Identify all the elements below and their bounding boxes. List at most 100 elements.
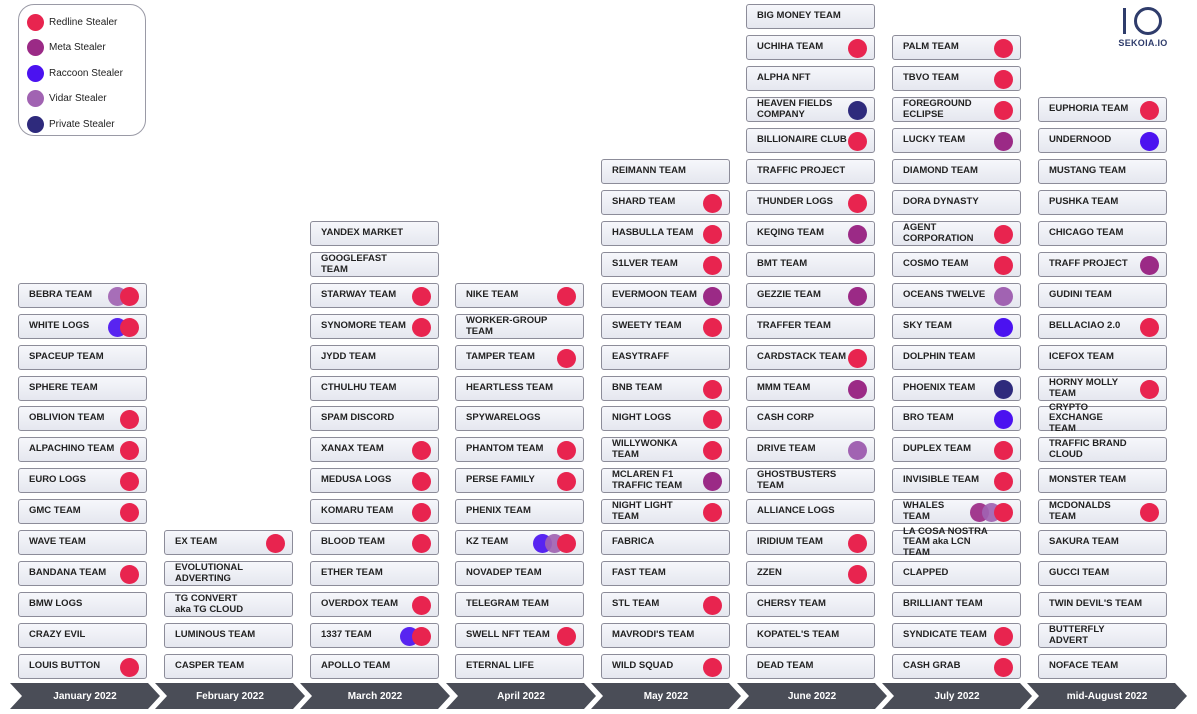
team-name: TRAFF PROJECT bbox=[1049, 258, 1128, 270]
team-card: BMW LOGS bbox=[18, 592, 147, 617]
team-card: PHANTOM TEAM bbox=[455, 437, 584, 462]
team-name: LOUIS BUTTON bbox=[29, 660, 101, 672]
stealer-raccoon-dot bbox=[994, 318, 1013, 337]
team-name: ICEFOX TEAM bbox=[1049, 351, 1114, 363]
team-card: GMC TEAM bbox=[18, 499, 147, 524]
team-card: LOUIS BUTTON bbox=[18, 654, 147, 679]
team-card: JYDD TEAM bbox=[310, 345, 439, 370]
team-name: S1LVER TEAM bbox=[612, 258, 678, 270]
logo-text: SEKOIA.IO bbox=[1118, 38, 1168, 48]
stealer-redline-dot bbox=[703, 380, 722, 399]
team-name: OVERDOX TEAM bbox=[321, 598, 399, 610]
team-card: BUTTERFLY ADVERT bbox=[1038, 623, 1167, 648]
team-card: EX TEAM bbox=[164, 530, 293, 555]
team-card: TRAFFIC BRAND CLOUD bbox=[1038, 437, 1167, 462]
legend-label: Redline Stealer bbox=[49, 16, 118, 28]
team-name: MMM TEAM bbox=[757, 382, 811, 394]
team-card: ALPHA NFT bbox=[746, 66, 875, 91]
legend-label: Meta Stealer bbox=[49, 42, 106, 53]
legend-swatch-raccoon bbox=[27, 64, 44, 82]
team-card: REIMANN TEAM bbox=[601, 159, 730, 184]
team-name: DEAD TEAM bbox=[757, 660, 814, 672]
team-card: NIGHT LIGHT TEAM bbox=[601, 499, 730, 524]
stealer-redline-dot bbox=[1140, 101, 1159, 120]
team-name: PHENIX TEAM bbox=[466, 505, 531, 517]
team-name: HEAVEN FIELDS COMPANY bbox=[757, 98, 833, 120]
team-name: INVISIBLE TEAM bbox=[903, 474, 980, 486]
stealer-redline-dot bbox=[703, 194, 722, 213]
team-name: SPHERE TEAM bbox=[29, 382, 98, 394]
team-name: PHOENIX TEAM bbox=[903, 382, 976, 394]
timeline-segment: January 2022 bbox=[10, 683, 160, 709]
team-name: CHERSY TEAM bbox=[757, 598, 826, 610]
team-card: YANDEX MARKET bbox=[310, 221, 439, 246]
stealer-redline-dot bbox=[120, 565, 139, 584]
team-name: GOOGLEFAST TEAM bbox=[321, 253, 387, 275]
team-card: BANDANA TEAM bbox=[18, 561, 147, 586]
team-card: CARDSTACK TEAM bbox=[746, 345, 875, 370]
stealer-redline-dot bbox=[994, 472, 1013, 491]
team-card: EUPHORIA TEAM bbox=[1038, 97, 1167, 122]
team-name: YANDEX MARKET bbox=[321, 227, 403, 239]
team-name: DORA DYNASTY bbox=[903, 196, 979, 208]
stealer-redline-dot bbox=[120, 410, 139, 429]
team-name: HASBULLA TEAM bbox=[612, 227, 694, 239]
team-name: KZ TEAM bbox=[466, 536, 509, 548]
team-name: GHOSTBUSTERS TEAM bbox=[757, 469, 837, 491]
team-name: REIMANN TEAM bbox=[612, 165, 686, 177]
team-name: WILD SQUAD bbox=[612, 660, 674, 672]
team-card: SHARD TEAM bbox=[601, 190, 730, 215]
stealer-redline-dot bbox=[120, 503, 139, 522]
team-name: AGENT CORPORATION bbox=[903, 222, 974, 244]
stealer-private-dot bbox=[994, 380, 1013, 399]
team-card: ZZEN bbox=[746, 561, 875, 586]
team-card: STL TEAM bbox=[601, 592, 730, 617]
team-card: BRO TEAM bbox=[892, 406, 1021, 431]
team-card: INVISIBLE TEAM bbox=[892, 468, 1021, 493]
team-card: MMM TEAM bbox=[746, 376, 875, 401]
team-card: SPHERE TEAM bbox=[18, 376, 147, 401]
team-name: HORNY MOLLY TEAM bbox=[1049, 377, 1119, 399]
team-name: SPAM DISCORD bbox=[321, 412, 395, 424]
team-name: OCEANS TWELVE bbox=[903, 289, 986, 301]
team-card: MUSTANG TEAM bbox=[1038, 159, 1167, 184]
team-name: TRAFFER TEAM bbox=[757, 320, 831, 332]
timeline-segment: May 2022 bbox=[591, 683, 741, 709]
team-card: BLOOD TEAM bbox=[310, 530, 439, 555]
team-name: EVOLUTIONAL ADVERTING bbox=[175, 562, 244, 584]
team-card: BIG MONEY TEAM bbox=[746, 4, 875, 29]
team-name: MAVRODI'S TEAM bbox=[612, 629, 695, 641]
team-name: NOFACE TEAM bbox=[1049, 660, 1119, 672]
team-name: BMW LOGS bbox=[29, 598, 83, 610]
stealer-redline-dot bbox=[994, 70, 1013, 89]
team-name: HEARTLESS TEAM bbox=[466, 382, 554, 394]
team-name: BRILLIANT TEAM bbox=[903, 598, 983, 610]
team-name: CASH CORP bbox=[757, 412, 815, 424]
team-card: ALLIANCE LOGS bbox=[746, 499, 875, 524]
team-name: CLAPPED bbox=[903, 567, 949, 579]
team-name: LUMINOUS TEAM bbox=[175, 629, 256, 641]
team-name: BLOOD TEAM bbox=[321, 536, 385, 548]
team-card: CASH CORP bbox=[746, 406, 875, 431]
team-name: BMT TEAM bbox=[757, 258, 808, 270]
team-name: NIGHT LOGS bbox=[612, 412, 672, 424]
team-name: EUPHORIA TEAM bbox=[1049, 103, 1129, 115]
stealer-vidar-dot bbox=[848, 441, 867, 460]
team-card: EURO LOGS bbox=[18, 468, 147, 493]
team-name: UNDERNOOD bbox=[1049, 134, 1112, 146]
team-card: FAST TEAM bbox=[601, 561, 730, 586]
team-card: KZ TEAM bbox=[455, 530, 584, 555]
team-card: MCDONALDS TEAM bbox=[1038, 499, 1167, 524]
team-card: LA COSA NOSTRA TEAM aka LCN TEAM bbox=[892, 526, 1021, 557]
team-card: TRAFF PROJECT bbox=[1038, 252, 1167, 277]
legend-swatch-vidar bbox=[27, 90, 44, 107]
month-label: January 2022 bbox=[53, 691, 117, 702]
team-name: JYDD TEAM bbox=[321, 351, 376, 363]
team-name: NOVADEP TEAM bbox=[466, 567, 542, 579]
team-name: THUNDER LOGS bbox=[757, 196, 833, 208]
team-card: WHALES TEAM bbox=[892, 499, 1021, 524]
team-name: SWELL NFT TEAM bbox=[466, 629, 550, 641]
team-card: MCLAREN F1 TRAFFIC TEAM bbox=[601, 468, 730, 493]
stealer-redline-dot bbox=[557, 534, 576, 553]
team-name: DIAMOND TEAM bbox=[903, 165, 978, 177]
